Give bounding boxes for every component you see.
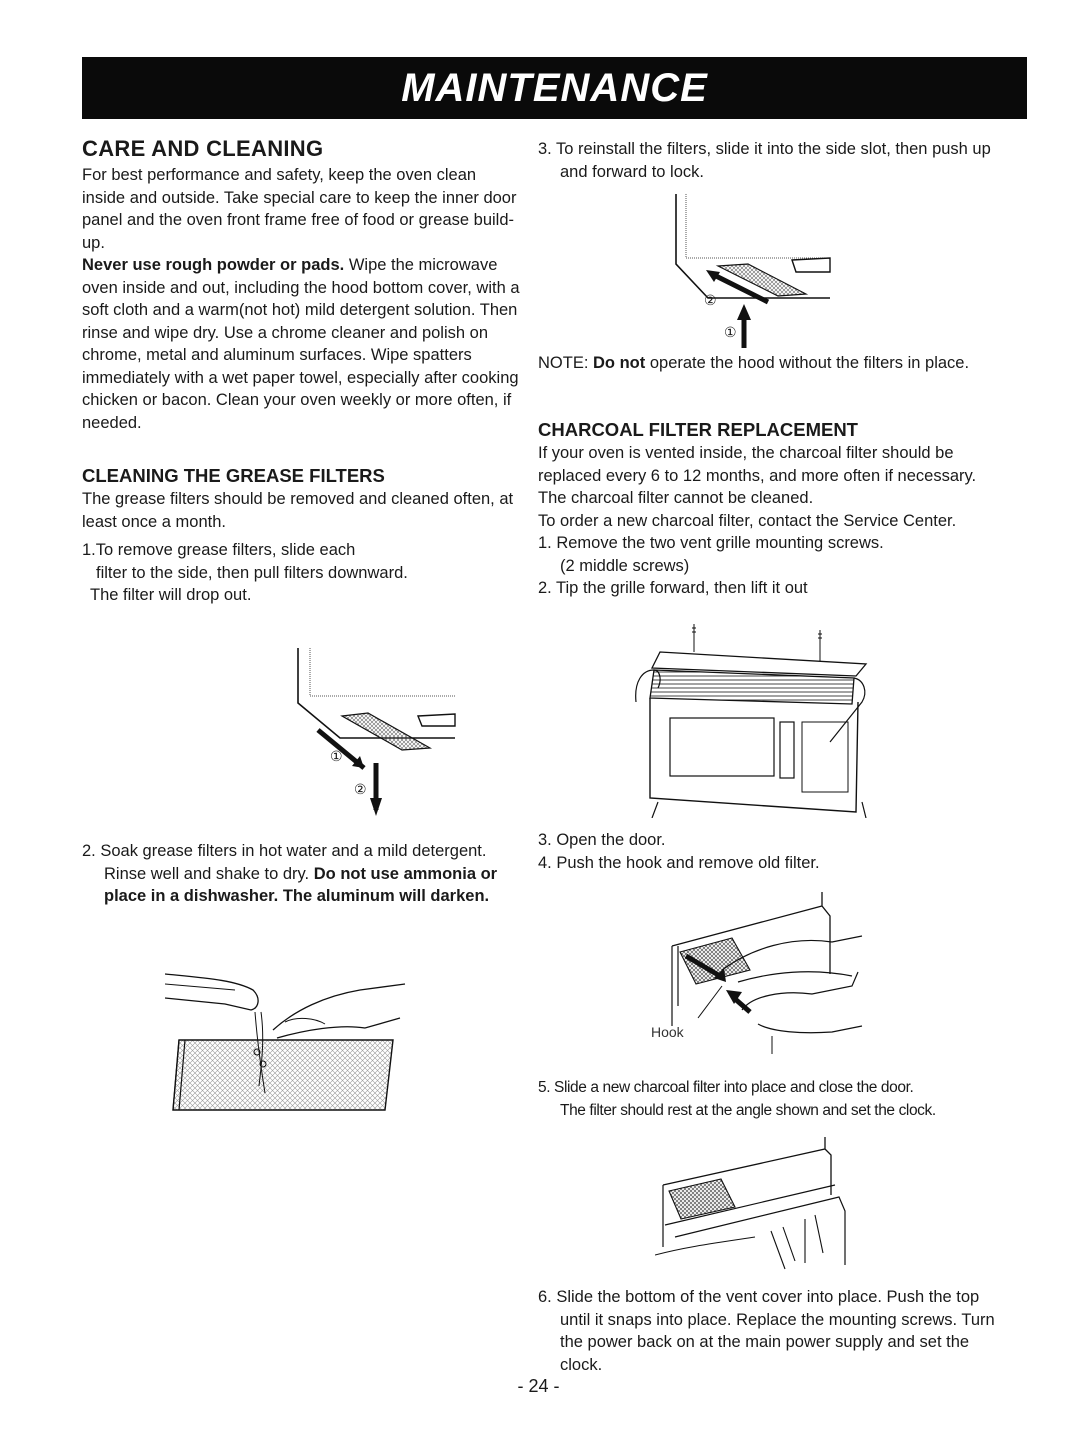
- grease-paragraph: The grease filters should be removed and…: [82, 490, 514, 531]
- grease-heading: CLEANING THE GREASE FILTERS: [82, 465, 385, 486]
- remove-filter-label-2: ②: [354, 781, 367, 797]
- grille-removal-illustration: [630, 622, 870, 818]
- note-text: operate the hood without the filters in …: [649, 354, 970, 372]
- grease-step-2-text: 2. Soak grease filters in hot water and …: [82, 842, 487, 883]
- reinstall-text: 3. To reinstall the filters, slide it in…: [538, 140, 991, 181]
- grease-step-1-line-3: The filter will drop out.: [90, 586, 252, 604]
- soak-filter-drawing: [165, 973, 406, 1111]
- reinstall-filter-drawing: [675, 194, 831, 348]
- care-section: CARE AND CLEANING For best performance a…: [82, 136, 522, 434]
- charcoal-step-5-line-2: The filter should rest at the angle show…: [560, 1101, 936, 1119]
- filter-in-place-illustration: [655, 1135, 855, 1275]
- soak-filter-illustration: [165, 968, 410, 1118]
- reinstall-filter-label-2: ②: [704, 292, 717, 308]
- hook-drawing: [671, 892, 863, 1054]
- remove-filter-drawing: [297, 648, 456, 816]
- charcoal-steps-3-4: 3. Open the door. 4. Push the hook and r…: [538, 829, 998, 874]
- filter-in-place-drawing: [655, 1137, 846, 1270]
- care-warning: Never use rough powder or pads.: [82, 256, 345, 274]
- remove-filter-label-1: ①: [330, 748, 343, 764]
- charcoal-step-6-text: 6. Slide the bottom of the vent cover in…: [538, 1288, 995, 1374]
- charcoal-step-3: 3. Open the door.: [538, 831, 666, 849]
- note-warning: Do not: [593, 354, 646, 372]
- page-banner: MAINTENANCE: [82, 57, 1027, 119]
- grease-step-1-line-2: filter to the side, then pull filters do…: [96, 563, 408, 582]
- grease-step-1-line-1: 1.To remove grease filters, slide each: [82, 541, 356, 559]
- charcoal-step-2: 2. Tip the grille forward, then lift it …: [538, 579, 808, 597]
- remove-filter-illustration: ① ②: [290, 648, 470, 818]
- charcoal-step-4: 4. Push the hook and remove old filter.: [538, 853, 820, 872]
- charcoal-step-5-line-1: 5. Slide a new charcoal filter into plac…: [538, 1079, 914, 1096]
- grease-section: CLEANING THE GREASE FILTERS The grease f…: [82, 464, 522, 607]
- reinstall-filter-illustration: ① ②: [668, 194, 838, 350]
- page-number: - 24 -: [517, 1376, 560, 1396]
- grease-step-2-warning: Do not use ammonia or place in a dishwas…: [104, 864, 498, 906]
- charcoal-step-1: 1. Remove the two vent grille mounting s…: [538, 534, 884, 552]
- charcoal-paragraph: If your oven is vented inside, the charc…: [538, 444, 977, 507]
- banner-title: MAINTENANCE: [401, 65, 708, 110]
- care-paragraph-1: For best performance and safety, keep th…: [82, 166, 517, 252]
- grille-removal-drawing: [635, 624, 868, 818]
- charcoal-paragraph-2: To order a new charcoal filter, contact …: [538, 511, 957, 530]
- hook-illustration: [662, 886, 872, 1056]
- care-paragraph-2-text: Wipe the microwave oven inside and out, …: [82, 256, 520, 432]
- care-paragraph-2: Never use rough powder or pads. Wipe the…: [82, 254, 522, 434]
- hood-note: NOTE: Do not operate the hood without th…: [538, 352, 998, 375]
- note-prefix: NOTE:: [538, 354, 589, 372]
- charcoal-step-6: 6. Slide the bottom of the vent cover in…: [538, 1286, 998, 1376]
- reinstall-step: 3. To reinstall the filters, slide it in…: [538, 138, 998, 183]
- grease-step-2: 2. Soak grease filters in hot water and …: [82, 840, 522, 908]
- charcoal-heading: CHARCOAL FILTER REPLACEMENT: [538, 419, 858, 440]
- charcoal-step-5: 5. Slide a new charcoal filter into plac…: [538, 1077, 998, 1122]
- charcoal-section: CHARCOAL FILTER REPLACEMENT If your oven…: [538, 418, 998, 600]
- care-heading: CARE AND CLEANING: [82, 136, 324, 161]
- hook-label: Hook: [651, 1024, 684, 1040]
- note-paragraph: NOTE: Do not operate the hood without th…: [538, 352, 998, 375]
- reinstall-filter-label-1: ①: [724, 324, 737, 340]
- grease-step-2-paragraph: 2. Soak grease filters in hot water and …: [82, 840, 522, 908]
- charcoal-step-1-note: (2 middle screws): [560, 556, 690, 575]
